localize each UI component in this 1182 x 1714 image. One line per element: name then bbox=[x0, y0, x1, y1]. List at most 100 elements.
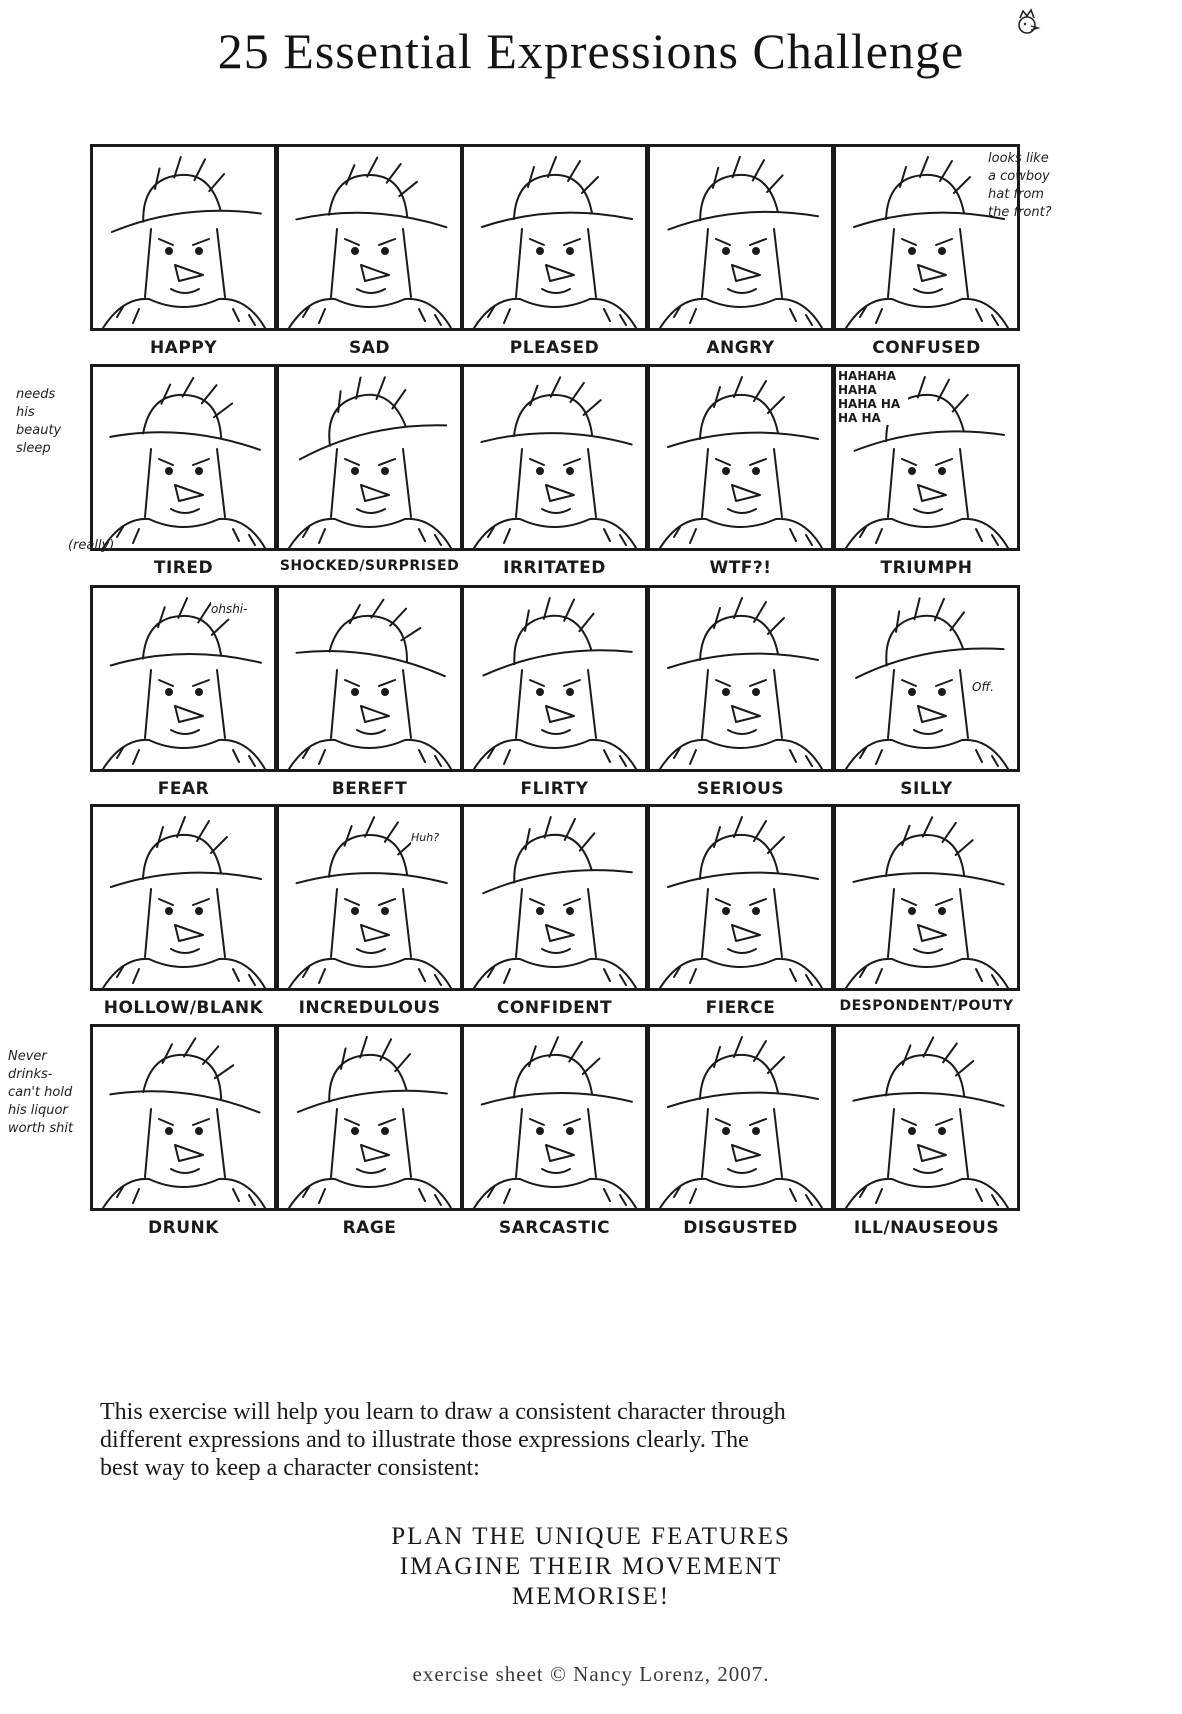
step-plan: PLAN THE UNIQUE FEATURES bbox=[391, 1523, 791, 1550]
character-sketch-icon bbox=[659, 816, 823, 988]
expression-panel: DESPONDENT/POUTY bbox=[833, 804, 1020, 1044]
expression-drawing bbox=[647, 1024, 834, 1211]
expression-label: SAD bbox=[348, 338, 390, 358]
note-cowboy-hat: looks like a cowboy hat from the front? bbox=[988, 151, 1052, 220]
expression-panel: PLEASED bbox=[461, 144, 648, 384]
character-sketch-icon bbox=[473, 156, 637, 328]
character-sketch-icon bbox=[288, 376, 452, 548]
expression-label: DRUNK bbox=[148, 1218, 219, 1238]
expression-drawing bbox=[90, 144, 277, 331]
character-sketch-icon bbox=[102, 156, 266, 328]
expression-panel: DRUNK bbox=[90, 1024, 277, 1264]
expression-label: CONFUSED bbox=[872, 338, 981, 358]
expression-drawing: Huh? bbox=[276, 804, 463, 991]
character-sketch-icon bbox=[659, 155, 823, 328]
character-sketch-icon bbox=[473, 1036, 637, 1208]
description-line: best way to keep a character consistent: bbox=[100, 1455, 480, 1481]
speech-lettering: Huh? bbox=[411, 831, 440, 844]
expression-drawing bbox=[833, 144, 1020, 331]
character-sketch-icon bbox=[473, 597, 637, 769]
expression-label: DESPONDENT/POUTY bbox=[839, 998, 1014, 1014]
expression-drawing bbox=[647, 144, 834, 331]
expression-label: IRRITATED bbox=[503, 558, 606, 578]
expression-panel: DISGUSTED bbox=[647, 1024, 834, 1264]
expression-drawing bbox=[90, 364, 277, 551]
expression-label: ANGRY bbox=[706, 338, 775, 358]
expression-label: FIERCE bbox=[705, 998, 776, 1018]
expression-panel: FLIRTY bbox=[461, 585, 648, 825]
description-line: different expressions and to illustrate … bbox=[100, 1427, 749, 1453]
expression-drawing bbox=[461, 804, 648, 991]
character-sketch-icon bbox=[288, 816, 452, 988]
character-sketch-icon bbox=[288, 156, 452, 328]
expression-panel: IRRITATED bbox=[461, 364, 648, 604]
character-sketch-icon bbox=[659, 1036, 823, 1208]
expression-grid: HAPPY SAD bbox=[90, 144, 1100, 1324]
character-sketch-icon bbox=[845, 156, 1009, 328]
expression-panel: ANGRY bbox=[647, 144, 834, 384]
expression-drawing bbox=[461, 1024, 648, 1211]
expression-panel: WTF?! bbox=[647, 364, 834, 604]
expression-label: CONFIDENT bbox=[496, 998, 613, 1018]
description-paragraph: This exercise will help you learn to dra… bbox=[100, 1398, 1100, 1482]
character-sketch-icon bbox=[102, 597, 266, 769]
expression-drawing bbox=[647, 364, 834, 551]
character-sketch-icon bbox=[102, 1037, 266, 1208]
expression-drawing bbox=[90, 1024, 277, 1211]
expression-panel: TIRED bbox=[90, 364, 277, 604]
consistency-steps: PLAN THE UNIQUE FEATURES IMAGINE THEIR M… bbox=[0, 1522, 1182, 1612]
expression-drawing bbox=[276, 144, 463, 331]
character-sketch-icon bbox=[659, 376, 823, 548]
expression-drawing bbox=[276, 1024, 463, 1211]
copyright-credit: exercise sheet © Nancy Lorenz, 2007. bbox=[412, 1662, 770, 1686]
expression-panel: BEREFT bbox=[276, 585, 463, 825]
expression-label: FLIRTY bbox=[520, 779, 589, 799]
character-sketch-icon bbox=[845, 1036, 1009, 1208]
expression-label: TIRED bbox=[153, 558, 214, 578]
note-beauty-sleep: needs his beauty sleep bbox=[16, 387, 62, 456]
expression-drawing: HAHAHA HAHA HAHA HA HA HA bbox=[833, 364, 1020, 551]
expression-label: SHOCKED/SURPRISED bbox=[279, 558, 460, 574]
expression-drawing: Off. bbox=[833, 585, 1020, 772]
expression-label: HOLLOW/BLANK bbox=[103, 998, 264, 1018]
expression-drawing bbox=[833, 804, 1020, 991]
character-sketch-icon bbox=[845, 816, 1009, 988]
expression-drawing bbox=[276, 364, 463, 551]
expression-panel: SERIOUS bbox=[647, 585, 834, 825]
expression-panel: HAPPY bbox=[90, 144, 277, 384]
expression-drawing bbox=[647, 585, 834, 772]
expression-panel: HOLLOW/BLANK bbox=[90, 804, 277, 1044]
step-memorise: MEMORISE! bbox=[511, 1583, 671, 1610]
expression-drawing bbox=[647, 804, 834, 991]
bird-doodle-icon bbox=[1018, 8, 1041, 34]
character-sketch-icon bbox=[845, 597, 1009, 769]
speech-lettering: Off. bbox=[972, 680, 994, 694]
expression-panel: ILL/NAUSEOUS bbox=[833, 1024, 1020, 1264]
step-imagine: IMAGINE THEIR MOVEMENT bbox=[399, 1553, 783, 1580]
expression-drawing: ohshi- bbox=[90, 585, 277, 772]
expression-label: FEAR bbox=[157, 779, 210, 799]
expression-panel: SHOCKED/SURPRISED bbox=[276, 364, 463, 604]
character-sketch-icon bbox=[102, 376, 266, 548]
note-really: (really) bbox=[68, 538, 115, 553]
expression-panel: Huh?INCREDULOUS bbox=[276, 804, 463, 1044]
speech-lettering: ohshi- bbox=[211, 602, 248, 616]
expression-label: RAGE bbox=[342, 1218, 397, 1238]
character-sketch-icon bbox=[102, 816, 266, 988]
expression-panel: RAGE bbox=[276, 1024, 463, 1264]
expression-drawing bbox=[90, 804, 277, 991]
character-sketch-icon bbox=[659, 597, 823, 769]
speech-lettering: HAHAHA HAHA HAHA HA HA HA bbox=[838, 369, 908, 425]
expression-label: SILLY bbox=[900, 779, 953, 799]
expression-drawing bbox=[461, 144, 648, 331]
expression-label: HAPPY bbox=[149, 338, 218, 358]
expression-label: TRIUMPH bbox=[880, 558, 973, 578]
note-never-drinks: Never drinks- can't hold his liquor wort… bbox=[8, 1049, 74, 1136]
character-sketch-icon bbox=[473, 816, 637, 988]
expression-panel: SARCASTIC bbox=[461, 1024, 648, 1264]
expression-panel: CONFUSED bbox=[833, 144, 1020, 384]
expression-panel: FIERCE bbox=[647, 804, 834, 1044]
expression-label: DISGUSTED bbox=[683, 1218, 798, 1238]
expression-panel: ohshi- FEAR bbox=[90, 585, 277, 825]
expression-label: ILL/NAUSEOUS bbox=[853, 1218, 1000, 1238]
